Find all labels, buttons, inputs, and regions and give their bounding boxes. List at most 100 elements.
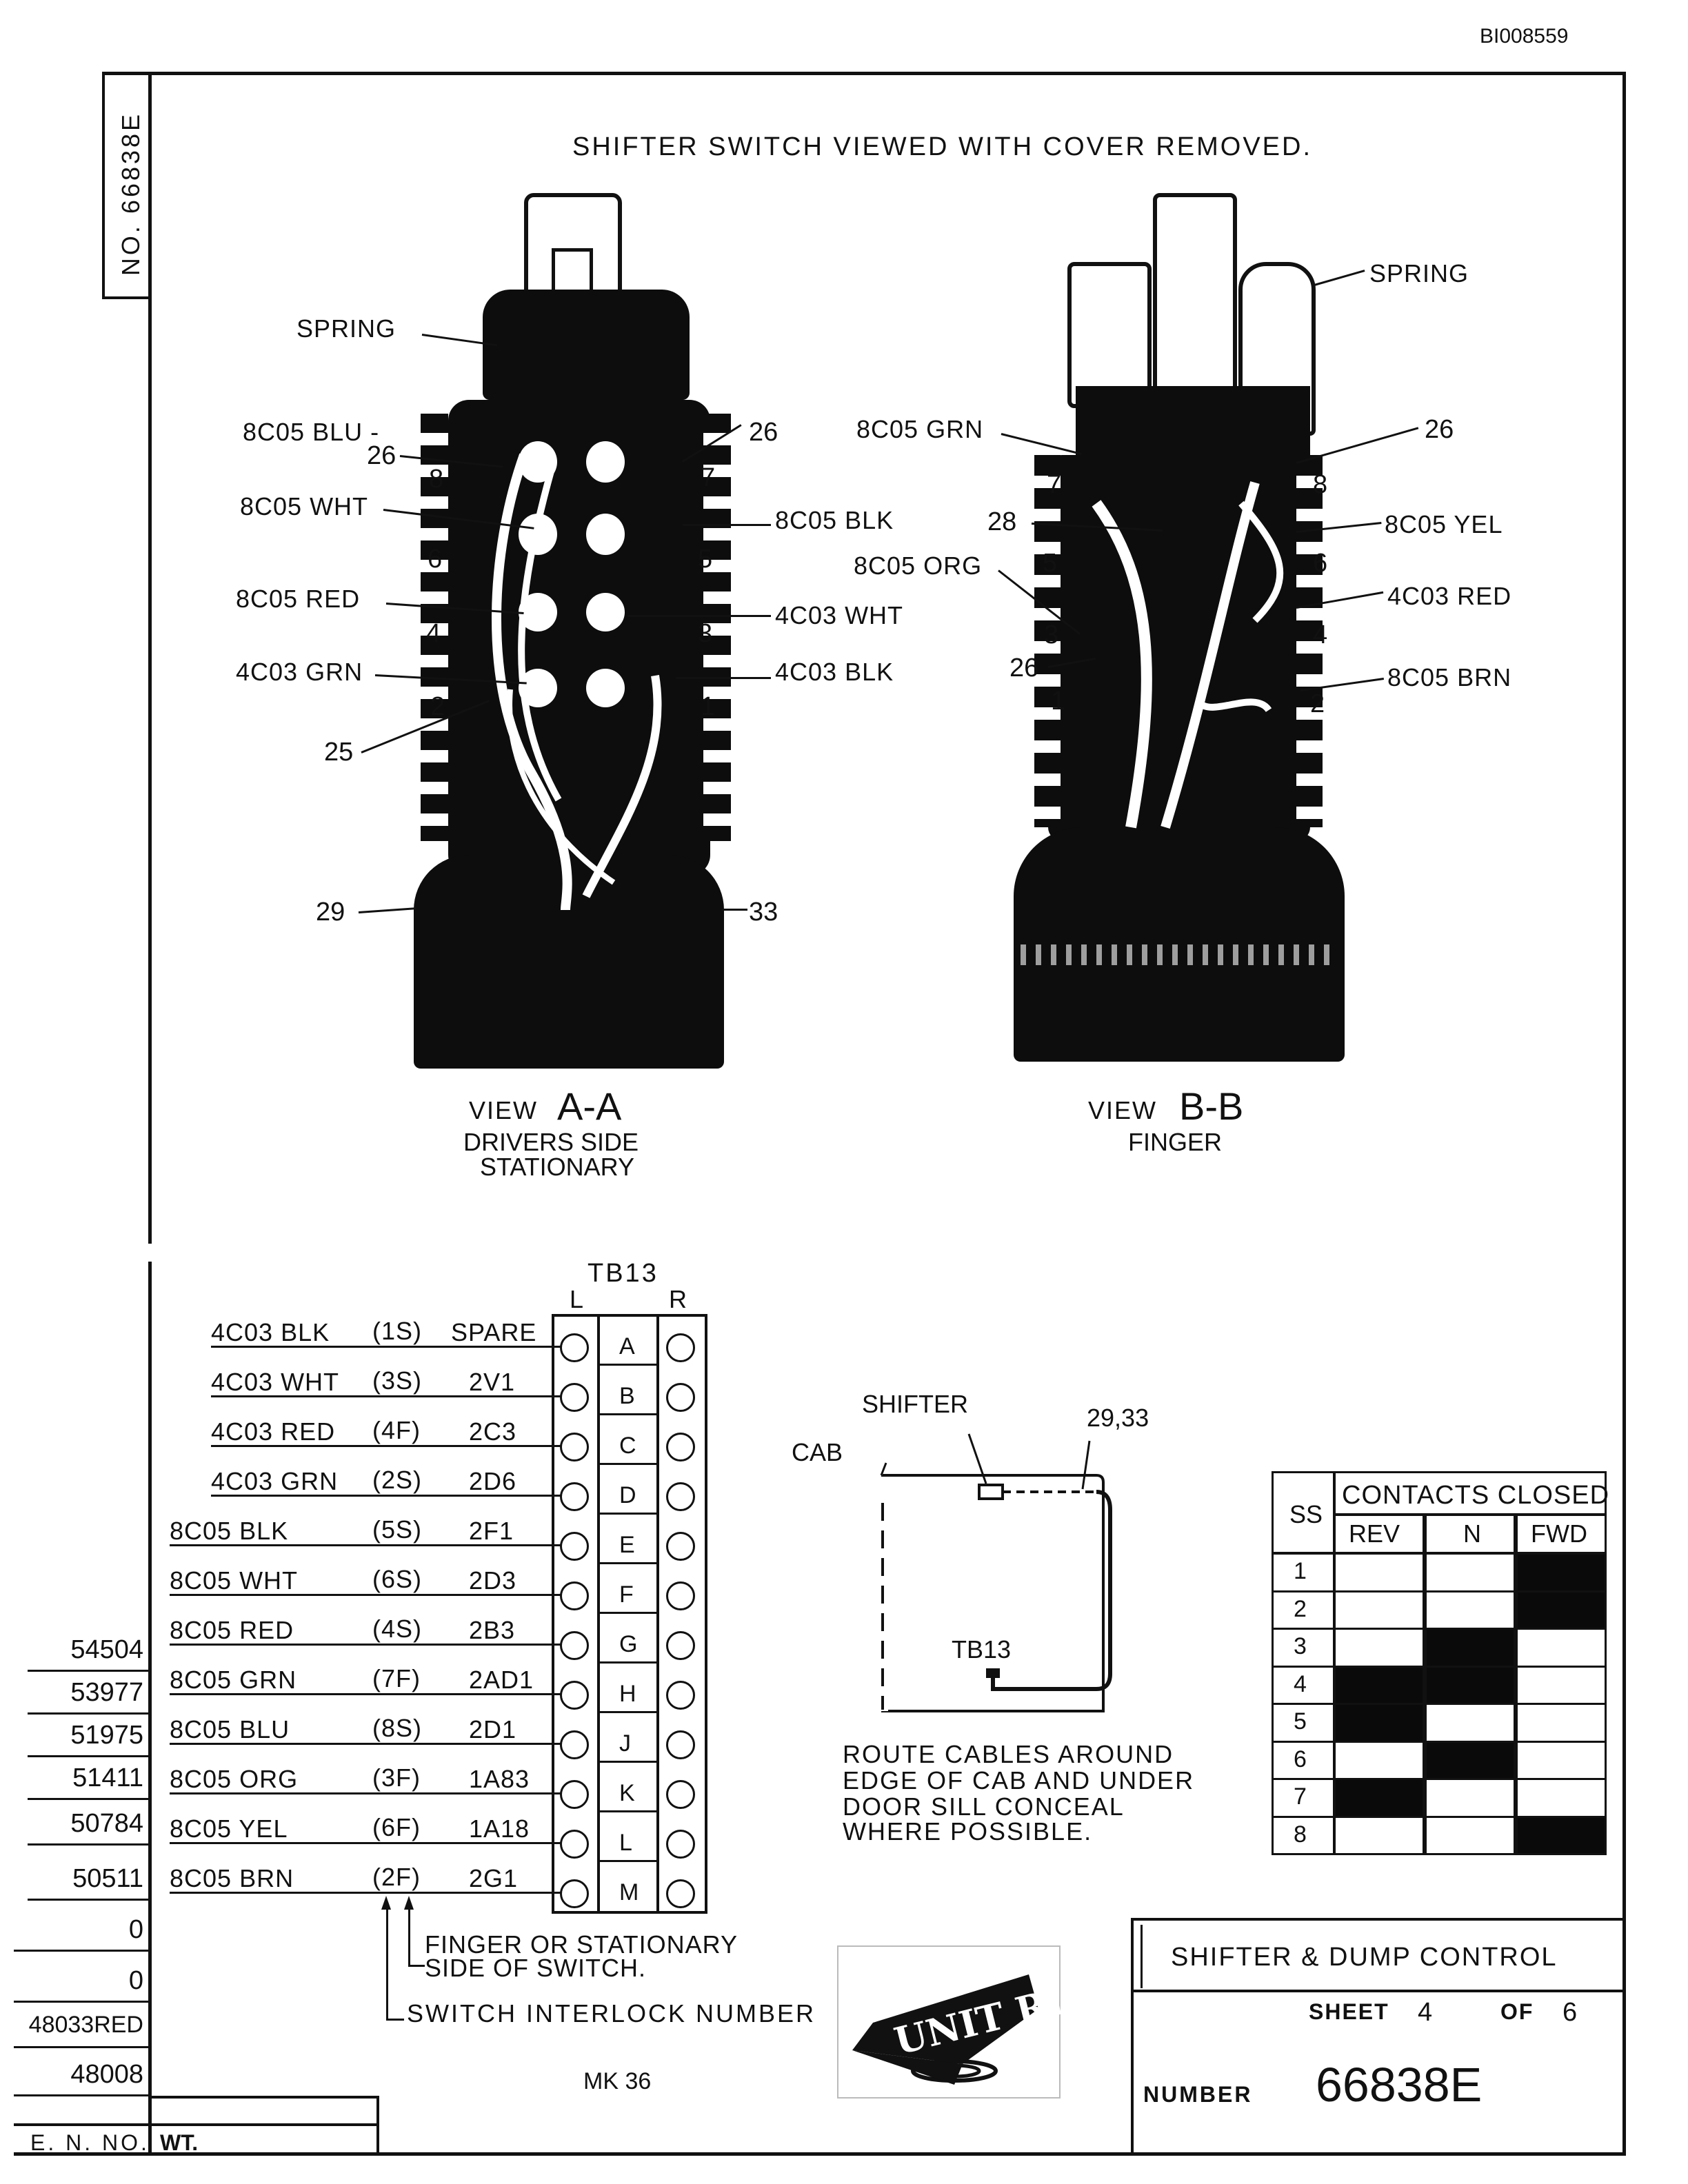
tb-row-dest: 2D3 bbox=[469, 1566, 517, 1595]
tb-row-wire: 4C03 RED bbox=[211, 1417, 336, 1446]
tb-row-interlock: (8S) bbox=[372, 1714, 423, 1742]
tb-row-dest: 2B3 bbox=[469, 1616, 516, 1644]
tb-row-divider bbox=[600, 1661, 656, 1664]
revision-divider bbox=[28, 1798, 152, 1800]
sheet-number: 4 bbox=[1418, 1998, 1433, 2027]
sidebar-number: NO. 66838E bbox=[117, 111, 145, 276]
tb-row-line bbox=[211, 1445, 561, 1447]
contacts-cell-open bbox=[1516, 1740, 1607, 1780]
view-b-label-yel: 8C05 YEL bbox=[1385, 510, 1503, 538]
title-block bbox=[1131, 1918, 1626, 2156]
view-a-num-7: 7 bbox=[701, 463, 716, 492]
tb-row-letter: F bbox=[619, 1581, 634, 1608]
tb-terminal-right bbox=[666, 1730, 695, 1759]
of-label: OF bbox=[1500, 1999, 1534, 2024]
view-a-num-25: 25 bbox=[324, 738, 354, 767]
contacts-cell-open bbox=[1516, 1665, 1607, 1705]
border-left bbox=[148, 72, 152, 1244]
tb-row-dest: 2C3 bbox=[469, 1417, 517, 1446]
tb-row-line bbox=[170, 1842, 561, 1844]
view-a-num-8: 8 bbox=[429, 465, 444, 494]
drawing-title: SHIFTER SWITCH VIEWED WITH COVER REMOVED… bbox=[572, 132, 1313, 161]
tb-row-interlock: (3S) bbox=[372, 1366, 423, 1395]
revision-divider bbox=[14, 2046, 152, 2048]
route-note4: WHERE POSSIBLE. bbox=[843, 1817, 1093, 1846]
contacts-cell-open bbox=[1425, 1590, 1516, 1630]
tb-row-interlock: (4F) bbox=[372, 1416, 421, 1444]
revision-entry: 0 bbox=[128, 1915, 143, 1944]
tb-row-wire: 8C05 YEL bbox=[170, 1814, 288, 1843]
view-a-label-wht: 8C05 WHT bbox=[240, 492, 369, 520]
contacts-cell-open bbox=[1334, 1590, 1425, 1630]
tb-terminal-left bbox=[560, 1780, 589, 1809]
title-block-name: SHIFTER & DUMP CONTROL bbox=[1171, 1943, 1558, 1972]
tb-row-dest: 2AD1 bbox=[469, 1666, 534, 1694]
number-label: NUMBER bbox=[1143, 2082, 1253, 2107]
view-a-num-5: 5 bbox=[698, 545, 713, 574]
tb-row-line bbox=[170, 1743, 561, 1745]
contacts-cell-open bbox=[1516, 1703, 1607, 1743]
tb-row-letter: G bbox=[619, 1631, 638, 1657]
tb-terminal-right bbox=[666, 1383, 695, 1412]
tb-row-wire: 8C05 GRN bbox=[170, 1666, 297, 1694]
unit-rig-logo: UNIT RIG bbox=[837, 1945, 1099, 2099]
document-code: BI008559 bbox=[1480, 25, 1569, 48]
tb-terminal-left bbox=[560, 1681, 589, 1710]
tb-row-dest: 2F1 bbox=[469, 1517, 514, 1545]
tb-terminal-left bbox=[560, 1631, 589, 1660]
view-a-num-26b: 26 bbox=[749, 418, 778, 447]
route-cable-nums: 29,33 bbox=[1087, 1404, 1149, 1432]
tb-row-interlock: (6F) bbox=[372, 1813, 421, 1841]
tb-terminal-right bbox=[666, 1830, 695, 1859]
tb-row-wire: 4C03 BLK bbox=[211, 1318, 330, 1346]
note-finger: FINGER OR STATIONARY bbox=[425, 1930, 738, 1959]
view-a-label-blk8: 8C05 BLK bbox=[775, 506, 894, 534]
contacts-ss-number: 5 bbox=[1294, 1708, 1307, 1735]
revision-entry: 51975 bbox=[70, 1721, 143, 1750]
tb-row-dest: 2D1 bbox=[469, 1715, 517, 1743]
tb-terminal-left bbox=[560, 1433, 589, 1462]
revision-divider bbox=[28, 1670, 152, 1672]
tb-row-line bbox=[170, 1594, 561, 1596]
contacts-cell-open bbox=[1516, 1628, 1607, 1668]
mk-label: MK 36 bbox=[583, 2068, 652, 2094]
view-a-num-1: 1 bbox=[701, 692, 716, 721]
contacts-cell-closed bbox=[1516, 1590, 1607, 1630]
tb-row-interlock: (4S) bbox=[372, 1615, 423, 1643]
view-a-label-red: 8C05 RED bbox=[236, 585, 361, 613]
view-a-spring: SPRING bbox=[297, 314, 396, 343]
view-b-label-red: 4C03 RED bbox=[1387, 582, 1512, 610]
contacts-cell-open bbox=[1334, 1553, 1425, 1593]
view-a-num-6: 6 bbox=[428, 545, 443, 574]
contacts-ss-number: 1 bbox=[1294, 1558, 1307, 1584]
contacts-cell-closed bbox=[1425, 1740, 1516, 1780]
contacts-col-header bbox=[1516, 1514, 1607, 1554]
tb-row-line bbox=[211, 1346, 561, 1348]
view-a-label-blu: 8C05 BLU - bbox=[243, 418, 380, 446]
border-right bbox=[1622, 72, 1626, 2155]
tb-terminal-right bbox=[666, 1879, 695, 1908]
view-b-num-6: 6 bbox=[1313, 549, 1328, 578]
contacts-ss-number: 7 bbox=[1294, 1783, 1307, 1810]
view-b-label-grn: 8C05 GRN bbox=[856, 415, 984, 443]
contacts-col-label: FWD bbox=[1531, 1519, 1587, 1548]
contacts-col-label: N bbox=[1463, 1519, 1481, 1548]
tb-terminal-right bbox=[666, 1532, 695, 1561]
revision-divider bbox=[14, 2001, 152, 2003]
note-finger2: SIDE OF SWITCH. bbox=[425, 1954, 646, 1982]
view-b-label-brn: 8C05 BRN bbox=[1387, 663, 1512, 691]
sheet-label: SHEET bbox=[1309, 1999, 1389, 2024]
route-diagram bbox=[880, 1433, 1112, 1712]
tb-row-letter: C bbox=[619, 1433, 636, 1459]
view-b-num-7: 7 bbox=[1047, 470, 1062, 499]
tb-row-interlock: (3F) bbox=[372, 1763, 421, 1792]
tb-row-interlock: (2S) bbox=[372, 1466, 423, 1494]
tb-row-divider bbox=[600, 1413, 656, 1415]
tb-terminal-right bbox=[666, 1433, 695, 1462]
view-b-label-org: 8C05 ORG bbox=[854, 552, 983, 580]
tb-terminal-left bbox=[560, 1482, 589, 1511]
contacts-col-header bbox=[1425, 1514, 1516, 1554]
tb-row-letter: A bbox=[619, 1333, 635, 1359]
tb-row-wire: 4C03 GRN bbox=[211, 1467, 339, 1495]
contacts-cell-closed bbox=[1334, 1703, 1425, 1743]
